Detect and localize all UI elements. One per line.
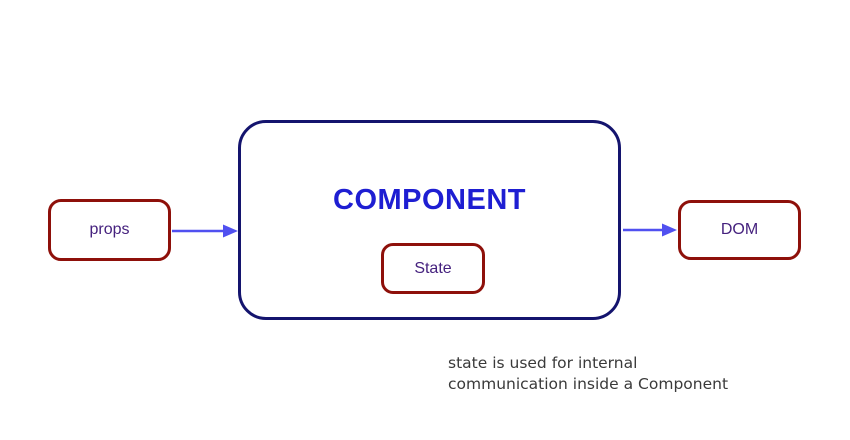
state-label: State — [414, 259, 452, 277]
caption-line-1: state is used for internal — [448, 354, 638, 372]
state-box: State — [381, 243, 485, 294]
dom-box: DOM — [678, 200, 801, 260]
props-label: props — [89, 221, 130, 238]
dom-label: DOM — [720, 221, 759, 238]
component-box: COMPONENT State — [238, 120, 621, 320]
caption: state is used for internal communication… — [448, 353, 808, 395]
props-to-component-arrow — [172, 224, 238, 238]
component-to-dom-arrow — [623, 223, 677, 237]
component-title: COMPONENT — [333, 184, 526, 216]
props-box: props — [48, 199, 171, 261]
caption-line-2: communication inside a Component — [448, 375, 729, 393]
